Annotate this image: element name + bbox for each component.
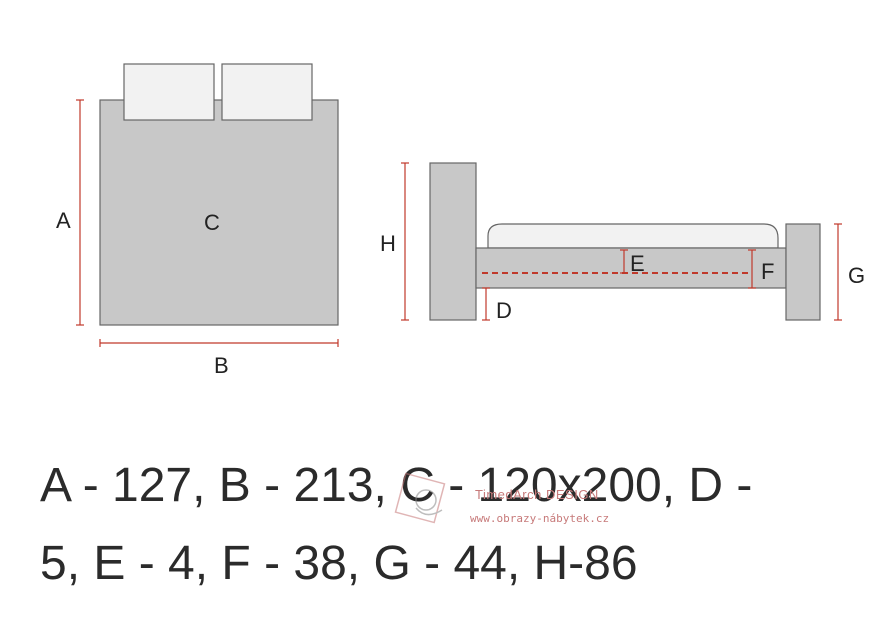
label-e: E [630, 251, 645, 276]
footboard [785, 223, 821, 321]
watermark-logo-icon [394, 472, 446, 524]
dimension-spec-line-1: A - 127, B - 213, C - 120x200, D - [40, 459, 753, 512]
headboard [429, 162, 477, 321]
label-b: B [214, 353, 229, 378]
mattress [487, 223, 779, 249]
bed-top-frame [99, 99, 339, 326]
label-g: G [848, 263, 865, 288]
top-view: A B C [56, 63, 339, 378]
pillow-right [221, 63, 313, 121]
side-view: H E F D G [380, 162, 865, 323]
label-h: H [380, 231, 396, 256]
pillow-left [123, 63, 215, 121]
bed-side-frame [475, 247, 787, 289]
watermark-brand: TimedArch DESIGN [475, 487, 599, 502]
label-d: D [496, 298, 512, 323]
label-f: F [761, 259, 774, 284]
label-c: C [204, 210, 220, 235]
watermark-url: www.obrazy-nábytek.cz [470, 512, 610, 525]
dimension-spec-line-2: 5, E - 4, F - 38, G - 44, H-86 [40, 537, 638, 590]
label-a: A [56, 208, 71, 233]
